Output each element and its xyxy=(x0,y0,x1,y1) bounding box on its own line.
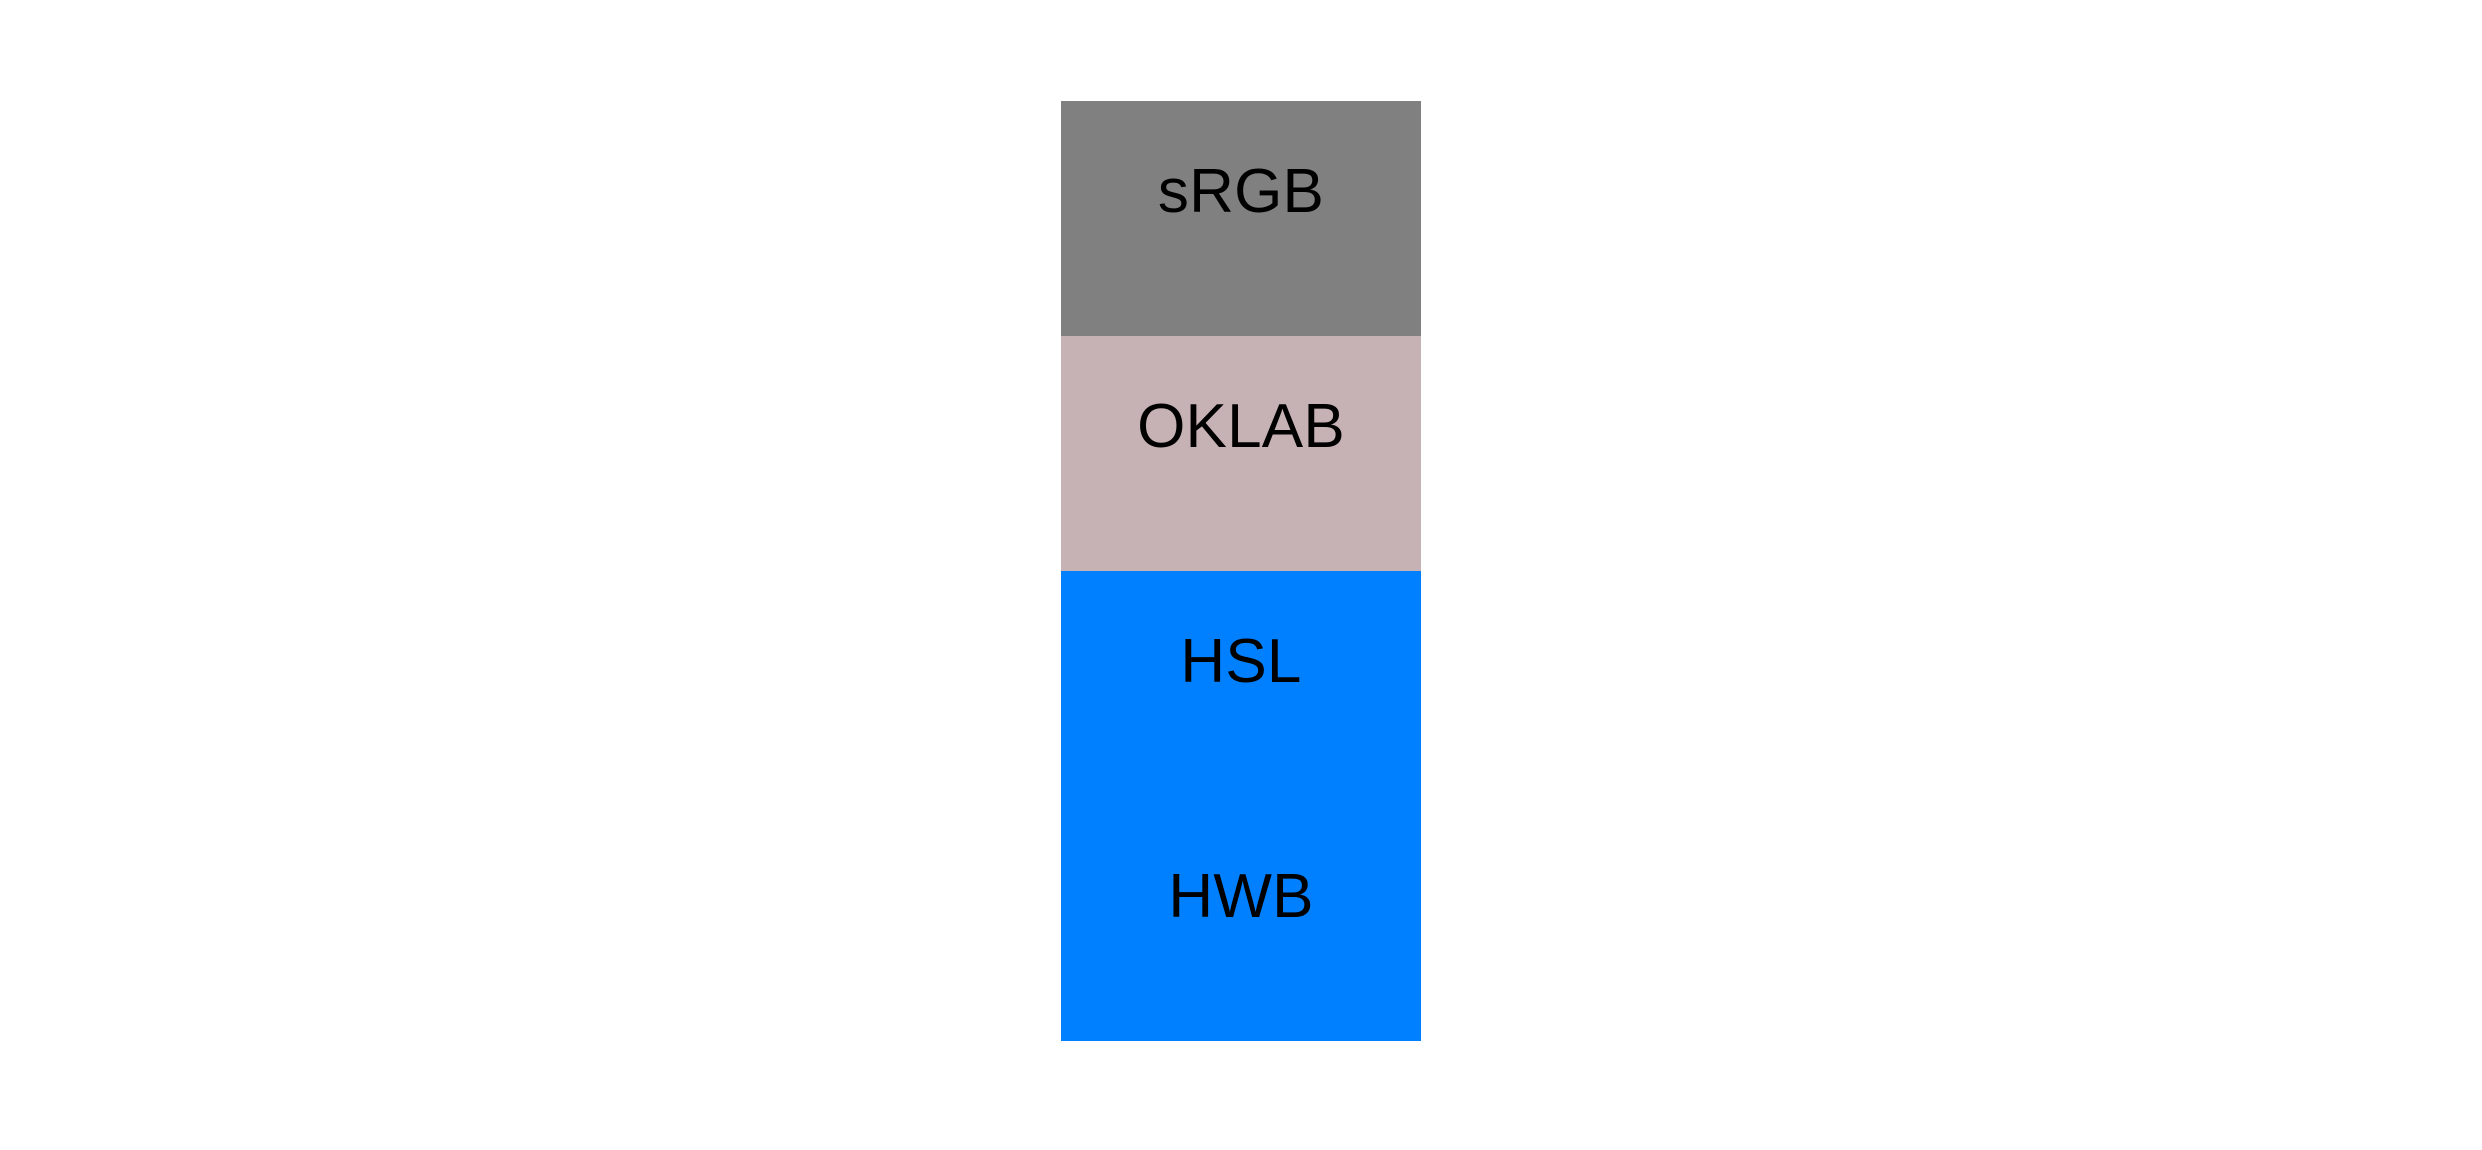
swatch-srgb: sRGB xyxy=(1061,101,1421,336)
swatch-label-oklab: OKLAB xyxy=(1137,391,1345,461)
swatch-hsl: HSL xyxy=(1061,571,1421,806)
swatch-label-hsl: HSL xyxy=(1180,626,1302,696)
color-interpolation-swatch-stack: sRGB OKLAB HSL HWB xyxy=(1061,101,1421,1041)
swatch-oklab: OKLAB xyxy=(1061,336,1421,571)
swatch-label-hwb: HWB xyxy=(1168,861,1314,931)
swatch-label-srgb: sRGB xyxy=(1157,156,1325,226)
swatch-hwb: HWB xyxy=(1061,806,1421,1041)
